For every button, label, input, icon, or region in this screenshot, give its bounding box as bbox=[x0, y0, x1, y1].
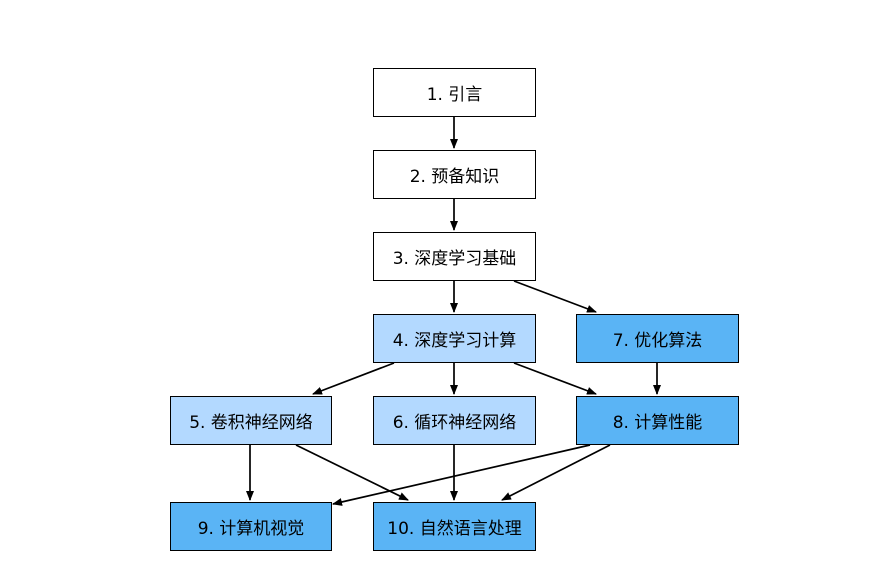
node-n10: 10. 自然语言处理 bbox=[373, 502, 536, 551]
node-label: 9. 计算机视觉 bbox=[197, 519, 305, 539]
node-label: 7. 优化算法 bbox=[612, 331, 703, 351]
node-label: 6. 循环神经网络 bbox=[392, 413, 517, 433]
node-n9: 9. 计算机视觉 bbox=[170, 502, 332, 551]
node-label: 5. 卷积神经网络 bbox=[189, 413, 313, 433]
node-label: 8. 计算性能 bbox=[612, 413, 703, 433]
node-n8: 8. 计算性能 bbox=[576, 396, 739, 445]
edge-n3-to-n7 bbox=[513, 280, 597, 313]
node-label: 1. 引言 bbox=[426, 85, 483, 105]
edge-n5-to-n10 bbox=[295, 444, 409, 501]
node-n2: 2. 预备知识 bbox=[373, 150, 536, 199]
edge-n4-to-n5 bbox=[312, 362, 395, 395]
node-n4: 4. 深度学习计算 bbox=[373, 314, 536, 363]
node-label: 4. 深度学习计算 bbox=[392, 331, 517, 351]
node-label: 10. 自然语言处理 bbox=[387, 519, 522, 539]
edge-n4-to-n8 bbox=[513, 362, 597, 395]
node-n6: 6. 循环神经网络 bbox=[373, 396, 536, 445]
node-label: 3. 深度学习基础 bbox=[392, 249, 517, 269]
node-n7: 7. 优化算法 bbox=[576, 314, 739, 363]
edge-n8-to-n9 bbox=[332, 444, 591, 506]
node-n5: 5. 卷积神经网络 bbox=[170, 396, 332, 445]
node-n3: 3. 深度学习基础 bbox=[373, 232, 536, 281]
edge-n8-to-n10 bbox=[501, 444, 611, 501]
node-n1: 1. 引言 bbox=[373, 68, 536, 117]
node-label: 2. 预备知识 bbox=[409, 167, 500, 187]
